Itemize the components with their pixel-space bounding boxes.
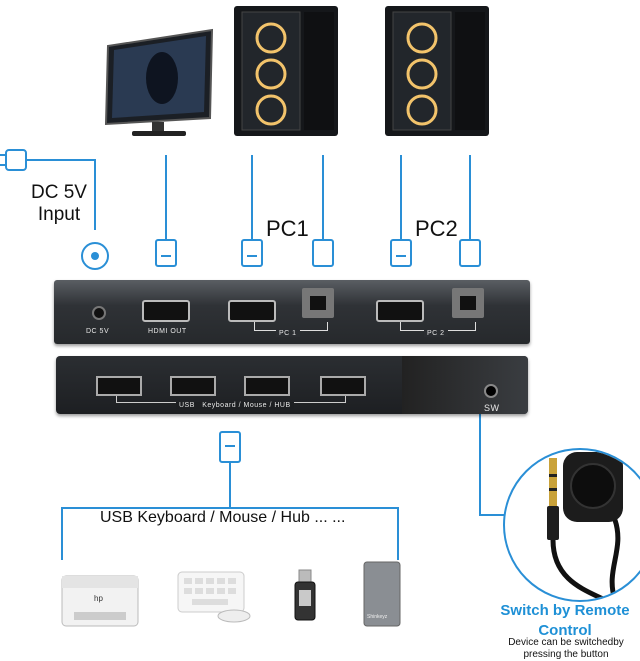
- remote-title: Switch by Remote Control: [490, 601, 640, 641]
- pc2-tower-icon: [383, 2, 491, 140]
- usb-port-4: [320, 376, 366, 396]
- usb-port-2: [170, 376, 216, 396]
- usb-flash-drive-icon: [288, 568, 322, 624]
- dc-input-label: DC 5V Input: [28, 182, 90, 226]
- external-drive-icon: Shinkeyz: [362, 560, 402, 628]
- kvm-front-panel: USB Keyboard / Mouse / HUB SW: [56, 356, 528, 414]
- dc-input-line2: Input: [37, 204, 81, 225]
- sw-label: SW: [484, 403, 500, 413]
- power-plug-icon: [0, 149, 32, 171]
- usb-peripheral-cable: [61, 431, 399, 560]
- remote-desc-line1: Device can be switchedby: [508, 637, 624, 648]
- peripheral-caption: USB Keyboard / Mouse / Hub ... ...: [100, 509, 346, 526]
- dc-port: [92, 306, 106, 320]
- pc2-hdmi-cable: [390, 155, 412, 267]
- dc-input-line1: DC 5V: [31, 182, 87, 203]
- sw-port: [484, 384, 498, 398]
- usb-port-1: [96, 376, 142, 396]
- remote-title-line2: Control: [538, 622, 592, 639]
- pc1-hdmi-port: [228, 300, 276, 322]
- remote-title-line1: Switch by Remote: [500, 602, 630, 619]
- kvm-rear-panel: DC 5V HDMI OUT PC 1 PC 2: [54, 280, 530, 344]
- pc2-hdmi-port: [376, 300, 424, 322]
- pc1-label: PC1: [266, 216, 309, 241]
- pc2-usb-cable: [459, 155, 481, 267]
- dc-port-label: DC 5V: [86, 328, 110, 335]
- remote-desc-line2: pressing the button: [523, 649, 609, 660]
- hdmi-out-label: HDMI OUT: [148, 328, 187, 335]
- monitor-icon: [100, 28, 215, 138]
- remote-cable: [479, 412, 505, 516]
- drive-brand: Shinkeyz: [367, 614, 388, 620]
- pc2-bracket-label: PC 2: [424, 330, 448, 337]
- power-cable: [30, 159, 96, 230]
- dc-jack-icon: [81, 242, 109, 270]
- pc1-usb-cable: [312, 155, 334, 267]
- pc1-hdmi-cable: [241, 155, 263, 267]
- printer-brand: hp: [94, 594, 103, 603]
- pc2-label: PC2: [415, 216, 458, 241]
- hdmi-out-port: [142, 300, 190, 322]
- pc1-usb-port: [302, 288, 334, 318]
- front-panel-edge: [402, 356, 528, 414]
- keyboard-mouse-icon: [176, 568, 258, 624]
- pc1-bracket-label: PC 1: [276, 330, 300, 337]
- usb-port-3: [244, 376, 290, 396]
- usb-group-label: USB Keyboard / Mouse / HUB: [176, 402, 294, 409]
- hdmi-out-cable: [155, 155, 177, 267]
- remote-control-illustration: [503, 448, 640, 602]
- remote-description: Device can be switchedby pressing the bu…: [498, 637, 634, 661]
- pc2-usb-port: [452, 288, 484, 318]
- printer-icon: hp: [58, 572, 142, 630]
- pc1-tower-icon: [232, 2, 340, 140]
